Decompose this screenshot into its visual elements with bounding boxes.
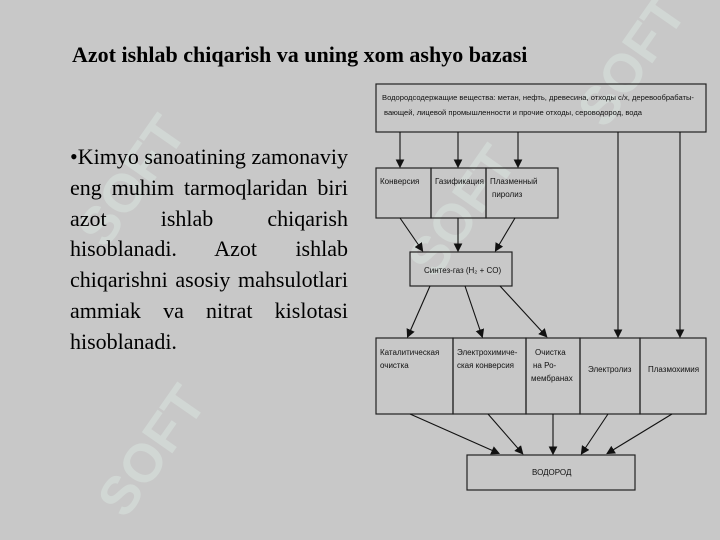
arrow [606,413,673,455]
arrow [580,413,609,455]
arrow [499,285,548,338]
process-box-conversion: Конверсия [380,177,419,186]
arrow [464,285,485,339]
top-box: Водородсодержащие вещества: метан, нефть… [375,83,707,133]
method-box-electrochemical-conversion: Электрохимиче- ская конверсия [457,348,520,370]
slide-title: Azot ishlab chiqarish va uning xom ashyo… [72,42,528,67]
method-boxes: Каталитическая очистка Электрохимиче- ск… [375,337,707,415]
top-box-line-1: Водородсодержащие вещества: метан, нефть… [382,93,694,102]
flow-arrows [395,132,685,456]
arrow [399,217,424,252]
top-box-line-2: вающей, лицевой промышленности и прочие … [384,108,643,117]
process-boxes: Конверсия Газификация Плазменный пиролиз [375,167,559,219]
watermark: SOFT [86,374,218,528]
arrow [406,285,431,339]
method-box-electrolysis: Электролиз [588,365,632,374]
syngas-box: Синтез-газ (H₂ + CO) [409,251,513,287]
result-label: ВОДОРОД [532,468,572,477]
bullet-text: Kimyo sanoatining zamonaviy eng muhim ta… [70,144,348,354]
method-box-membrane-cleaning: Очистка на Ро- мембранах [531,348,573,383]
result-box: ВОДОРОД [466,454,636,491]
method-box-catalytic-cleaning: Каталитическая очистка [380,348,442,370]
process-box-gasification: Газификация [435,177,484,186]
syngas-label: Синтез-газ (H₂ + CO) [424,266,502,275]
method-box-plasma-chemistry: Плазмохимия [648,365,699,374]
bullet-paragraph: •Kimyo sanoatining zamonaviy eng muhim t… [70,142,348,358]
arrow [494,217,516,252]
process-box-plasma-pyrolysis: Плазменный пиролиз [490,177,540,199]
arrow [409,413,501,455]
arrow [487,413,524,455]
bullet-mark: • [70,144,78,169]
hydrogen-production-diagram: Водородсодержащие вещества: метан, нефть… [375,83,707,491]
